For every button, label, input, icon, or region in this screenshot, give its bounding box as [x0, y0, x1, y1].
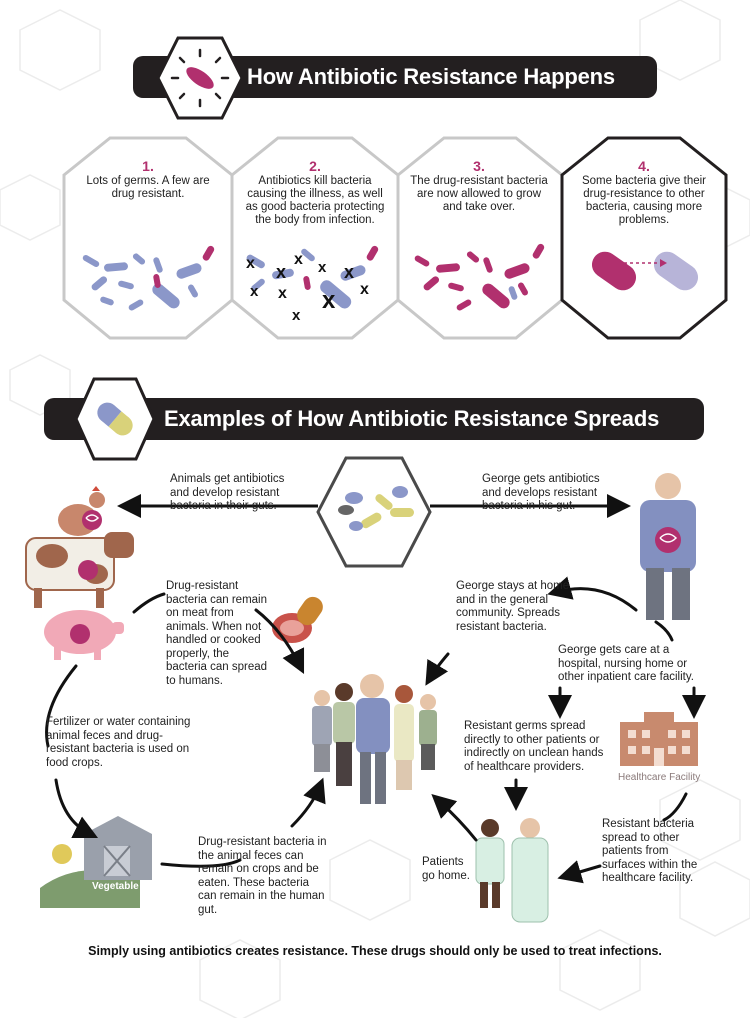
svg-text:x: x — [360, 281, 369, 298]
label-surfaces: Resistant bacteria spread to other patie… — [602, 818, 698, 884]
healthcare-facility-icon — [620, 712, 698, 766]
cow-icon — [25, 532, 134, 608]
step-3: 3. The drug-resistant bacteria are now a… — [410, 158, 548, 213]
footer-note: Simply using antibiotics creates resista… — [88, 944, 662, 958]
vegetable-farm-icon — [40, 816, 152, 908]
svg-text:x: x — [246, 255, 255, 272]
chicken-icon — [58, 486, 105, 536]
label-germs-spread: Resistant germs spread directly to other… — [464, 720, 604, 773]
george-figure — [640, 473, 696, 620]
label-fertilizer: Fertilizer or water containing animal fe… — [46, 716, 191, 769]
svg-text:x: x — [344, 262, 354, 282]
svg-text:x: x — [322, 287, 336, 314]
steps-hexagons: x x x x x x x x x x — [62, 136, 728, 340]
svg-text:x: x — [250, 283, 259, 300]
label-meat: Drug-resistant bacteria can remain on me… — [166, 580, 268, 687]
step-4: 4. Some bacteria give their drug-resista… — [581, 158, 706, 226]
svg-text:x: x — [292, 307, 301, 324]
patients-figures — [475, 818, 549, 923]
antibiotics-pills-hexagon — [316, 456, 432, 568]
svg-text:x: x — [294, 251, 303, 268]
bacteria-clock-icon — [156, 36, 244, 120]
label-feces: Drug-resistant bacteria in the animal fe… — [198, 836, 327, 916]
step1-bacteria — [82, 253, 202, 311]
label-healthcare-facility: Healthcare Facility — [618, 772, 701, 783]
label-george-care: George gets care at a hospital, nursing … — [558, 644, 694, 683]
people-group — [312, 674, 437, 804]
spread-diagram — [25, 456, 706, 923]
step-1: 1. Lots of germs. A few are drug resista… — [86, 158, 210, 200]
pig-icon — [44, 610, 124, 660]
step3-resistant-bacteria — [414, 243, 545, 311]
label-george-home: George stays at home and in the general … — [456, 580, 570, 633]
label-patients-home: Patients go home. — [422, 856, 470, 882]
label-george-gets: George gets antibiotics and develops res… — [482, 473, 600, 512]
svg-text:x: x — [318, 259, 327, 276]
section2-title: Examples of How Antibiotic Resistance Sp… — [164, 406, 660, 431]
svg-text:x: x — [276, 262, 286, 282]
svg-text:x: x — [278, 285, 287, 302]
step-2: 2. Antibiotics kill bacteria causing the… — [245, 158, 385, 226]
meat-icon — [272, 596, 323, 643]
section1-title: How Antibiotic Resistance Happens — [247, 64, 615, 89]
label-animals: Animals get antibiotics and develop resi… — [170, 473, 285, 512]
step4-transfer — [591, 251, 699, 291]
pill-capsule-icon — [74, 377, 156, 461]
label-vegetable-farm: Vegetable Farm — [92, 881, 166, 892]
step2-killed-bacteria: x x x x x x x x x x — [246, 245, 379, 324]
